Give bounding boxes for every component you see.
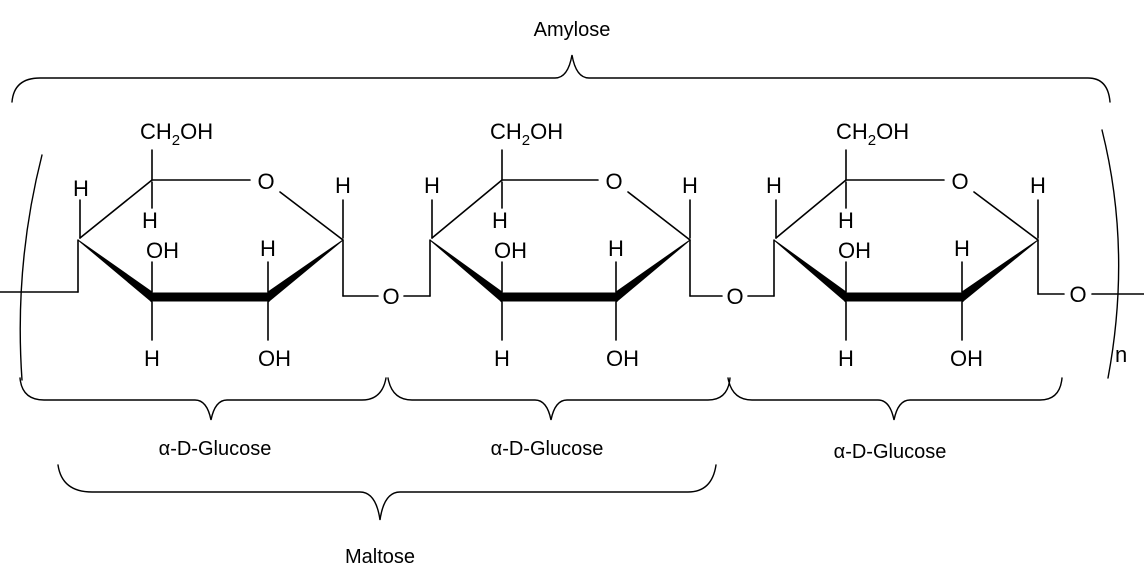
h-c4-1: H: [335, 173, 351, 198]
glucose-brace-3: [727, 377, 1063, 421]
h-c3-3: H: [954, 236, 970, 261]
h-c4-2: H: [682, 173, 698, 198]
maltose-label: Maltose: [345, 546, 415, 568]
oh-c2-3: OH: [838, 238, 871, 263]
left-repeat-bracket: [19, 154, 43, 381]
ring-oxygen-1: O: [257, 169, 274, 194]
amylose-label: Amylose: [534, 19, 611, 41]
oh-bottom-3: OH: [950, 346, 983, 371]
maltose-brace: [57, 464, 717, 521]
h-bottom-2: H: [494, 346, 510, 371]
oh-c2-2: OH: [494, 238, 527, 263]
glucose-label-2: α-D-Glucose: [491, 438, 604, 460]
ch2oh-1: CH2OH: [140, 119, 213, 149]
ring-oxygen-3: O: [951, 169, 968, 194]
glucose-ring-3: [773, 149, 1039, 341]
chain-bonds: [0, 239, 1144, 297]
right-repeat-bracket: [1101, 129, 1120, 379]
glycosidic-oxygen-1: O: [382, 284, 399, 309]
h-c5-1: H: [142, 208, 158, 233]
glucose-label-1: α-D-Glucose: [159, 438, 272, 460]
ring-oxygen-2: O: [605, 169, 622, 194]
ch2oh-2: CH2OH: [490, 119, 563, 149]
glycosidic-oxygen-3: O: [1069, 282, 1086, 307]
h-bottom-3: H: [838, 346, 854, 371]
glycosidic-oxygen-2: O: [726, 284, 743, 309]
oh-bottom-1: OH: [258, 346, 291, 371]
oh-bottom-2: OH: [606, 346, 639, 371]
oh-c2-1: OH: [146, 238, 179, 263]
h-c1-2: H: [424, 173, 440, 198]
h-c1-3: H: [766, 173, 782, 198]
glucose-brace-2: [387, 377, 731, 421]
amylose-brace: [11, 54, 1111, 103]
h-c5-2: H: [492, 208, 508, 233]
glucose-label-3: α-D-Glucose: [834, 441, 947, 463]
ch2oh-3: CH2OH: [836, 119, 909, 149]
h-bottom-1: H: [144, 346, 160, 371]
glucose-brace-1: [19, 377, 387, 421]
h-c5-3: H: [838, 208, 854, 233]
h-c4-3: H: [1030, 173, 1046, 198]
h-c1-1: H: [73, 176, 89, 201]
repeat-subscript: n: [1115, 342, 1127, 367]
h-c3-1: H: [260, 236, 276, 261]
h-c3-2: H: [608, 236, 624, 261]
glucose-ring-2: [429, 149, 691, 341]
glucose-ring-1: [77, 149, 344, 341]
